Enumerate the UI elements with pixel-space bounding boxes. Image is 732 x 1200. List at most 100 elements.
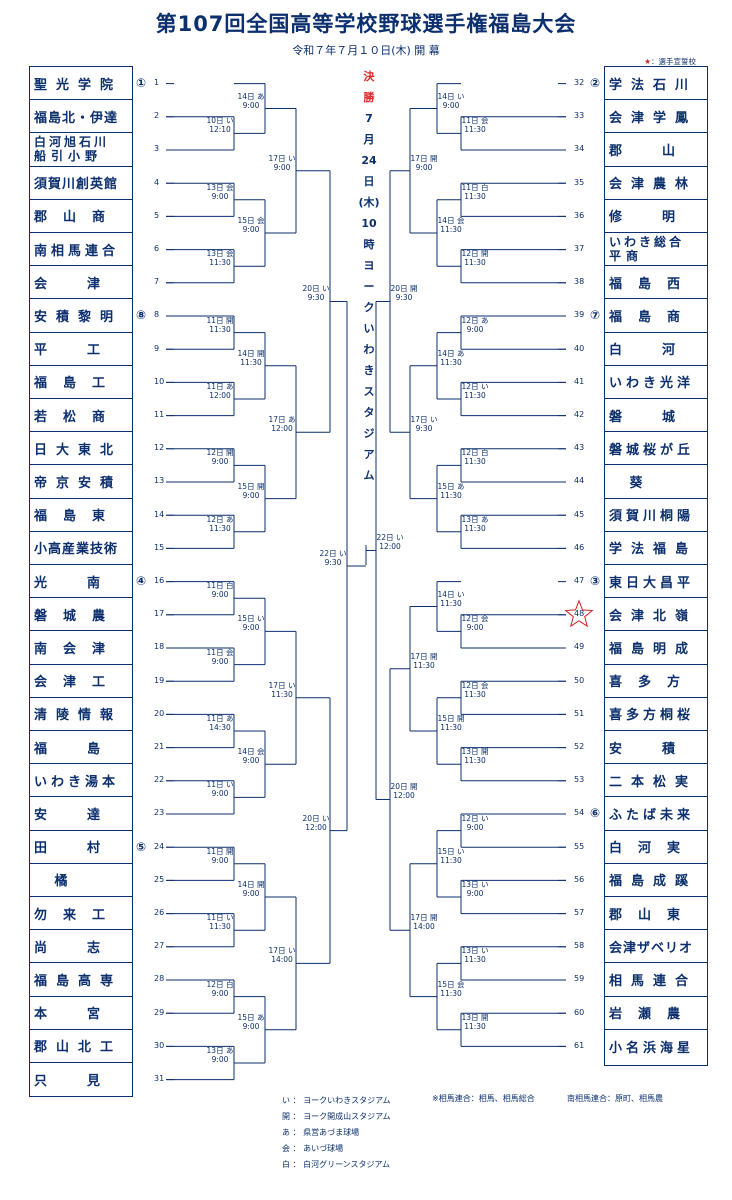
team-name: 葵 xyxy=(629,475,683,491)
game-time: 12:00 xyxy=(209,391,231,400)
team-row: 聖光学院 xyxy=(30,67,132,101)
game-time: 11:30 xyxy=(464,955,486,965)
game-date: 14日 会 xyxy=(437,216,465,225)
team-name: 福島東 xyxy=(34,509,122,525)
team-name: 郡山 xyxy=(609,143,707,159)
team-number: 56 xyxy=(574,874,585,884)
team-name: 光南 xyxy=(34,575,132,591)
team-number: 39 xyxy=(574,310,585,320)
final-text: ス xyxy=(363,385,375,398)
game-time: 11:30 xyxy=(240,357,262,367)
game-date: 11日 い xyxy=(206,913,234,923)
team-name: 聖光学院 xyxy=(34,77,123,93)
game-time: 9:00 xyxy=(211,789,229,799)
team-number: 29 xyxy=(154,1007,165,1017)
team-number: 35 xyxy=(574,177,585,187)
team-row: 安積黎明 xyxy=(30,299,132,333)
game-time: 12:00 xyxy=(393,791,415,801)
team-name: 須賀川創英館 xyxy=(34,177,119,193)
game-date: 11日 会 xyxy=(206,647,234,657)
team-number: 61 xyxy=(574,1040,585,1050)
team-number: 4 xyxy=(154,177,160,187)
game-time: 11:30 xyxy=(413,660,435,670)
team-row: 郡山東 xyxy=(605,897,707,931)
game-time: 11:30 xyxy=(464,457,486,467)
team-row: 磐城農 xyxy=(30,598,132,632)
game-date: 10日 い xyxy=(206,116,234,126)
team-row: 会津農林 xyxy=(605,167,707,200)
game-time: 11:30 xyxy=(464,523,486,533)
team-name: 橘 xyxy=(54,874,108,890)
team-row: 須賀川創英館 xyxy=(30,167,132,200)
team-number: 31 xyxy=(154,1074,165,1083)
final-text: 10 xyxy=(361,217,377,230)
team-row: 福島商 xyxy=(605,299,707,333)
note-text: ：選手宣誓校 xyxy=(651,57,696,66)
game-date: 17日 開 xyxy=(410,651,438,661)
legend-note-soma: ※相馬連合：相馬、相馬総合 xyxy=(432,1094,535,1103)
team-number: 43 xyxy=(574,443,585,453)
team-name: 会津学鳳 xyxy=(609,110,698,126)
game-time: 12:00 xyxy=(271,424,293,434)
team-name: 小名浜海星 xyxy=(609,1040,695,1056)
team-number: 25 xyxy=(154,874,165,884)
game-time: 9:00 xyxy=(442,100,460,110)
team-name: 帝京安積 xyxy=(34,475,123,491)
game-date: 14日 い xyxy=(437,589,465,599)
team-row: 岩瀬農 xyxy=(605,997,707,1030)
game-time: 9:00 xyxy=(273,162,291,172)
team-number: 8 xyxy=(154,310,160,320)
right-team-column xyxy=(604,66,708,1066)
team-name: 福島明成 xyxy=(609,641,698,657)
team-name: 只見 xyxy=(34,1074,132,1090)
team-number: 21 xyxy=(154,742,165,751)
final-text: ヨ xyxy=(363,259,375,272)
game-date: 13日 い xyxy=(461,946,489,956)
team-name: 会津工 xyxy=(34,675,122,691)
game-time: 11:30 xyxy=(464,1021,486,1031)
team-name: 郡山商 xyxy=(34,210,122,226)
game-date: 15日 あ xyxy=(237,1012,265,1022)
team-row: 会津北嶺 xyxy=(605,598,707,632)
game-date: 15日 あ xyxy=(437,481,465,491)
game-date: 14日 い xyxy=(437,91,465,101)
team-name: 会津北嶺 xyxy=(609,608,698,624)
game-time: 11:30 xyxy=(440,225,462,234)
game-date: 15日 い xyxy=(437,846,465,856)
final-text: 決 xyxy=(363,70,375,83)
team-name: 喜多方桐桜 xyxy=(609,708,695,724)
game-date: 11日 会 xyxy=(461,116,489,126)
team-number: 16 xyxy=(154,576,165,585)
game-time: 9:00 xyxy=(211,1055,229,1064)
game-time: 9:00 xyxy=(466,623,484,633)
final-text: き xyxy=(363,364,375,377)
page-title: 第107回全国高等学校野球選手権福島大会 xyxy=(155,12,577,36)
game-time: 9:00 xyxy=(466,889,484,898)
legend-item: い ： ヨークいわきスタジアム xyxy=(282,1096,391,1105)
legend-item: 白 ： 白河グリーンスタジアム xyxy=(282,1160,390,1169)
team-name: 福島 xyxy=(34,741,132,757)
game-time: 11:30 xyxy=(271,689,293,699)
team-row: 安積 xyxy=(605,731,707,765)
team-number: 22 xyxy=(154,775,165,785)
game-date: 20日 開 xyxy=(390,284,418,294)
game-date: 17日 い xyxy=(268,153,296,163)
team-number: 49 xyxy=(574,642,585,652)
game-time: 12:10 xyxy=(209,125,231,135)
game-time: 9:30 xyxy=(415,424,433,434)
team-name: 会津農林 xyxy=(609,177,698,193)
team-name: 勿来工 xyxy=(34,907,122,923)
final-text: (木) xyxy=(358,196,380,209)
team-row: 会津 xyxy=(30,266,132,300)
final-text: タ xyxy=(363,406,375,419)
game-date: 11日 い xyxy=(206,780,234,790)
seed-badge: ⑤ xyxy=(136,839,147,854)
seed-badge: ③ xyxy=(590,574,601,588)
